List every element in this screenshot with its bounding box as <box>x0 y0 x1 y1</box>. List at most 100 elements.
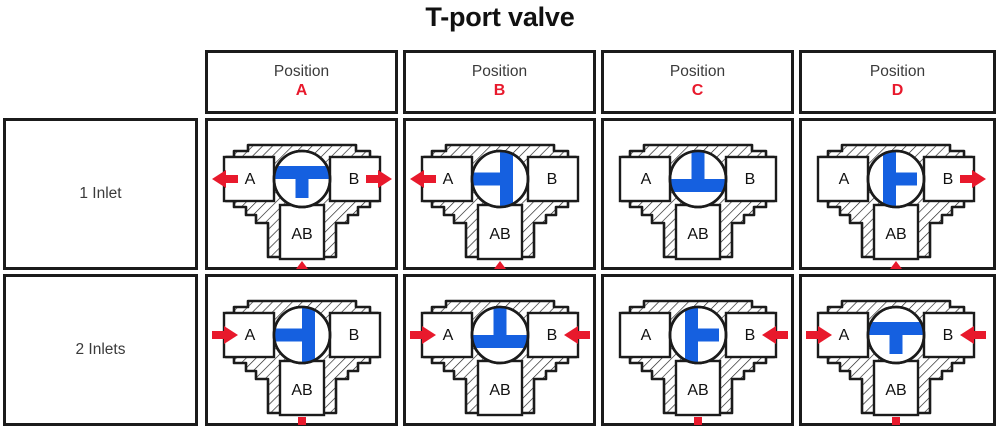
header-letter: A <box>295 81 308 99</box>
port-label-b: B <box>547 171 558 188</box>
row-label-1-inlet: 1 Inlet <box>3 118 198 270</box>
valve-ball-outline <box>866 149 926 209</box>
port-label-a: A <box>443 327 454 344</box>
valve-ball-outline <box>272 149 332 209</box>
port-label-ab: AB <box>687 226 708 243</box>
port-label-a: A <box>839 327 850 344</box>
header-letter: C <box>691 81 704 99</box>
arrow-right-out <box>366 170 392 188</box>
row-label-text: 2 Inlets <box>75 341 126 358</box>
port-label-b: B <box>943 327 954 344</box>
valve-ball-outline <box>272 305 332 365</box>
header-word: Position <box>869 63 926 81</box>
blue-t-port <box>473 308 527 348</box>
port-ab-cavity <box>278 203 326 261</box>
header-word: Position <box>471 63 528 81</box>
blue-t-port <box>275 308 315 362</box>
port-label-a: A <box>641 327 652 344</box>
arrow-left-in <box>806 326 832 344</box>
header-cell-position-c: Position C <box>601 50 794 114</box>
port-label-ab: AB <box>885 226 906 243</box>
header-letter: B <box>493 81 506 99</box>
port-ab-cavity <box>872 359 920 417</box>
port-label-a: A <box>443 171 454 188</box>
port-b-cavity <box>526 155 580 203</box>
port-label-ab: AB <box>291 382 312 399</box>
arrow-left-in <box>410 326 436 344</box>
arrow-bottom-in <box>494 261 506 269</box>
port-label-ab: AB <box>291 226 312 243</box>
header-word: Position <box>273 63 330 81</box>
port-label-ab: AB <box>687 382 708 399</box>
port-label-b: B <box>349 327 360 344</box>
valve-ball-outline <box>668 149 728 209</box>
blue-t-port <box>671 152 725 192</box>
arrow-bottom-in <box>890 261 902 269</box>
port-label-b: B <box>349 171 360 188</box>
valve-ball-outline <box>470 149 530 209</box>
arrow-bottom-out <box>892 417 900 425</box>
arrow-bottom-out <box>298 417 306 425</box>
blue-t-port <box>685 308 719 362</box>
arrow-right-in <box>960 326 986 344</box>
arrow-right-out <box>960 170 986 188</box>
header-cell-position-a: Position A <box>205 50 398 114</box>
port-label-a: A <box>245 327 256 344</box>
row-label-2-inlets: 2 Inlets <box>3 274 198 426</box>
port-label-a: A <box>839 171 850 188</box>
valve-position-matrix: Position A Position B Position C Positio… <box>0 48 1000 429</box>
arrow-right-in <box>564 326 590 344</box>
port-label-b: B <box>547 327 558 344</box>
port-label-a: A <box>245 171 256 188</box>
header-cell-position-b: Position B <box>403 50 596 114</box>
port-label-ab: AB <box>489 382 510 399</box>
blue-t-port <box>883 152 917 206</box>
arrow-bottom-out <box>694 417 702 425</box>
header-cell-position-d: Position D <box>799 50 996 114</box>
port-b-cavity <box>724 155 778 203</box>
port-label-a: A <box>641 171 652 188</box>
port-label-ab: AB <box>489 226 510 243</box>
header-letter: D <box>891 81 904 99</box>
blue-t-port <box>473 152 513 206</box>
header-word: Position <box>669 63 726 81</box>
blue-t-port <box>869 322 923 354</box>
valve-ball-outline <box>668 305 728 365</box>
arrow-left-out <box>212 170 238 188</box>
valve-ball-outline <box>866 305 926 365</box>
arrow-right-in <box>762 326 788 344</box>
arrow-left-out <box>410 170 436 188</box>
port-a-cavity <box>618 155 672 203</box>
port-label-ab: AB <box>885 382 906 399</box>
page-title: T-port valve <box>425 2 575 32</box>
row-label-text: 1 Inlet <box>79 185 122 202</box>
port-label-b: B <box>745 171 756 188</box>
port-label-b: B <box>943 171 954 188</box>
valve-ball-outline <box>470 305 530 365</box>
arrow-bottom-in <box>296 261 308 269</box>
arrow-left-in <box>212 326 238 344</box>
